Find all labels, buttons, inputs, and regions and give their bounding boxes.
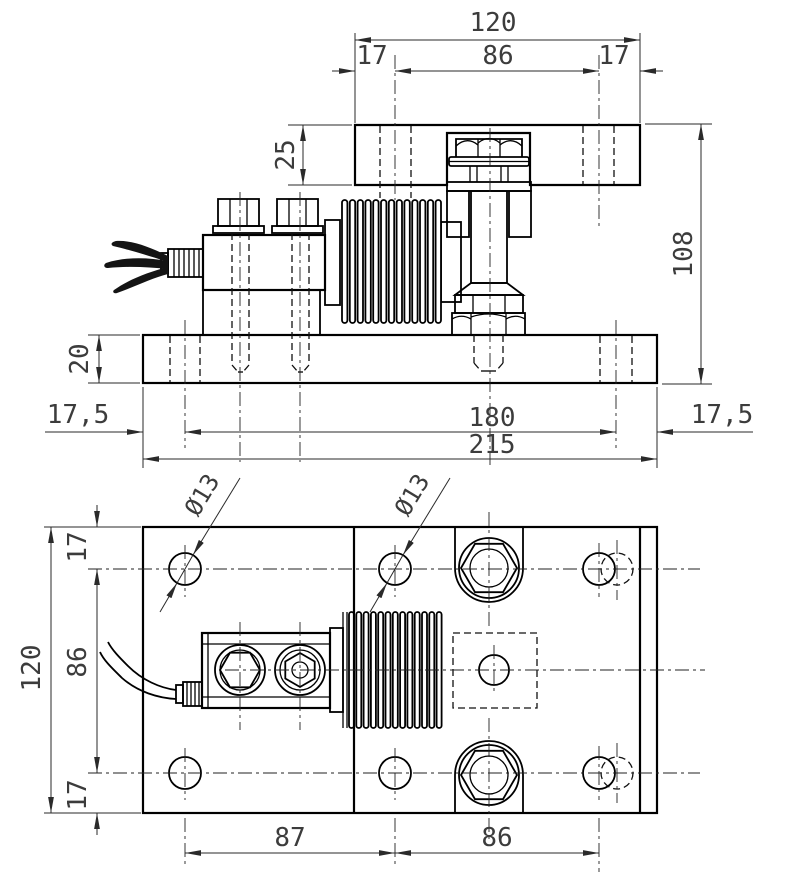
plan-view: [88, 512, 705, 872]
dim-plan-col-spacing-right: 86: [481, 823, 512, 853]
base-plate-side: [141, 333, 659, 385]
bellows-ribs: [341, 199, 442, 324]
plan-centerlines: [88, 512, 705, 872]
load-pin-bolt-assembly: [446, 137, 532, 372]
dim-top-hole-spacing: 86: [482, 41, 513, 71]
jam-nut: [454, 294, 524, 314]
hex-bolt-top-hex: [459, 542, 519, 594]
bellows-end-cap: [440, 221, 462, 303]
dim-plan-row-spacing: 86: [63, 646, 93, 677]
gland-nose-plan: [175, 684, 184, 704]
socket-screw-1-outer: [214, 644, 266, 696]
left-lug: [446, 190, 470, 238]
cap-screw-washer-2: [271, 225, 324, 234]
dim-plan-row-bottom-offset: 17: [63, 779, 93, 810]
spacer-block: [202, 289, 321, 336]
top-plate-hidden-holes: [379, 126, 615, 198]
side-view: [104, 55, 659, 465]
dim-top-left-offset: 17: [356, 41, 387, 71]
hex-bolt-head: [455, 138, 523, 157]
plan-extension-lines: [44, 526, 141, 814]
load-cell-body: [201, 233, 327, 292]
dim-top-right-offset: 17: [598, 41, 629, 71]
dim-base-right-offset: 17,5: [691, 400, 754, 430]
bolt-shank: [469, 166, 509, 182]
socket-screw-2-hex: [284, 651, 316, 689]
cap-screw-shanks-hidden: [231, 233, 310, 373]
load-boss-hidden-plan: [452, 632, 538, 709]
cable-plan-1: [107, 641, 177, 691]
dim-base-left-offset: 17,5: [47, 400, 110, 430]
cable-strands: [104, 240, 168, 294]
cap-screw-washer-1: [212, 225, 265, 234]
cap-screw-head-1: [217, 198, 260, 227]
load-cell-plan: [99, 627, 344, 713]
load-pin-cylinder: [470, 190, 508, 284]
hex-nut: [451, 312, 526, 336]
side-dimensions: 120 17 86 17 25 108 20 17,5 180 215 17,5: [45, 8, 753, 468]
dim-overall-height: 108: [669, 231, 699, 278]
load-cell-side: [104, 198, 341, 373]
bellows-side: [341, 199, 462, 324]
plan-dimensions: 120 17 86 17 Ø13 Ø13 87 86: [17, 469, 599, 856]
dim-base-hole-spacing: 180: [469, 403, 516, 433]
cap-screw-head-2: [276, 198, 319, 227]
cable-gland-ribs: [173, 249, 200, 277]
plan-dimension-lines: [48, 477, 599, 856]
dim-base-plate-thickness: 20: [65, 343, 95, 374]
stud-hidden: [473, 335, 504, 372]
dim-top-plate-thickness: 25: [271, 139, 301, 170]
top-plate-side: [353, 123, 642, 187]
bellows-flange: [324, 219, 341, 306]
side-dimension-lines: [45, 37, 753, 462]
dim-plan-row-top-offset: 17: [63, 531, 93, 562]
top-washer-plate: [446, 181, 532, 192]
hex-bolt-bottom-hex: [459, 749, 519, 801]
bellows-plan: [342, 611, 443, 729]
right-lug: [508, 190, 532, 238]
dim-plan-col-spacing-left: 87: [274, 823, 305, 853]
dim-top-plate-width: 120: [470, 8, 517, 38]
cable-gland: [167, 248, 204, 278]
side-centerlines: [184, 55, 617, 465]
cable-plan-2: [99, 651, 177, 700]
dim-base-plate-width: 215: [469, 430, 516, 460]
load-pin-cone: [452, 282, 526, 296]
dim-plan-plate-depth: 120: [17, 645, 47, 692]
base-plate-hidden-holes: [169, 336, 633, 382]
